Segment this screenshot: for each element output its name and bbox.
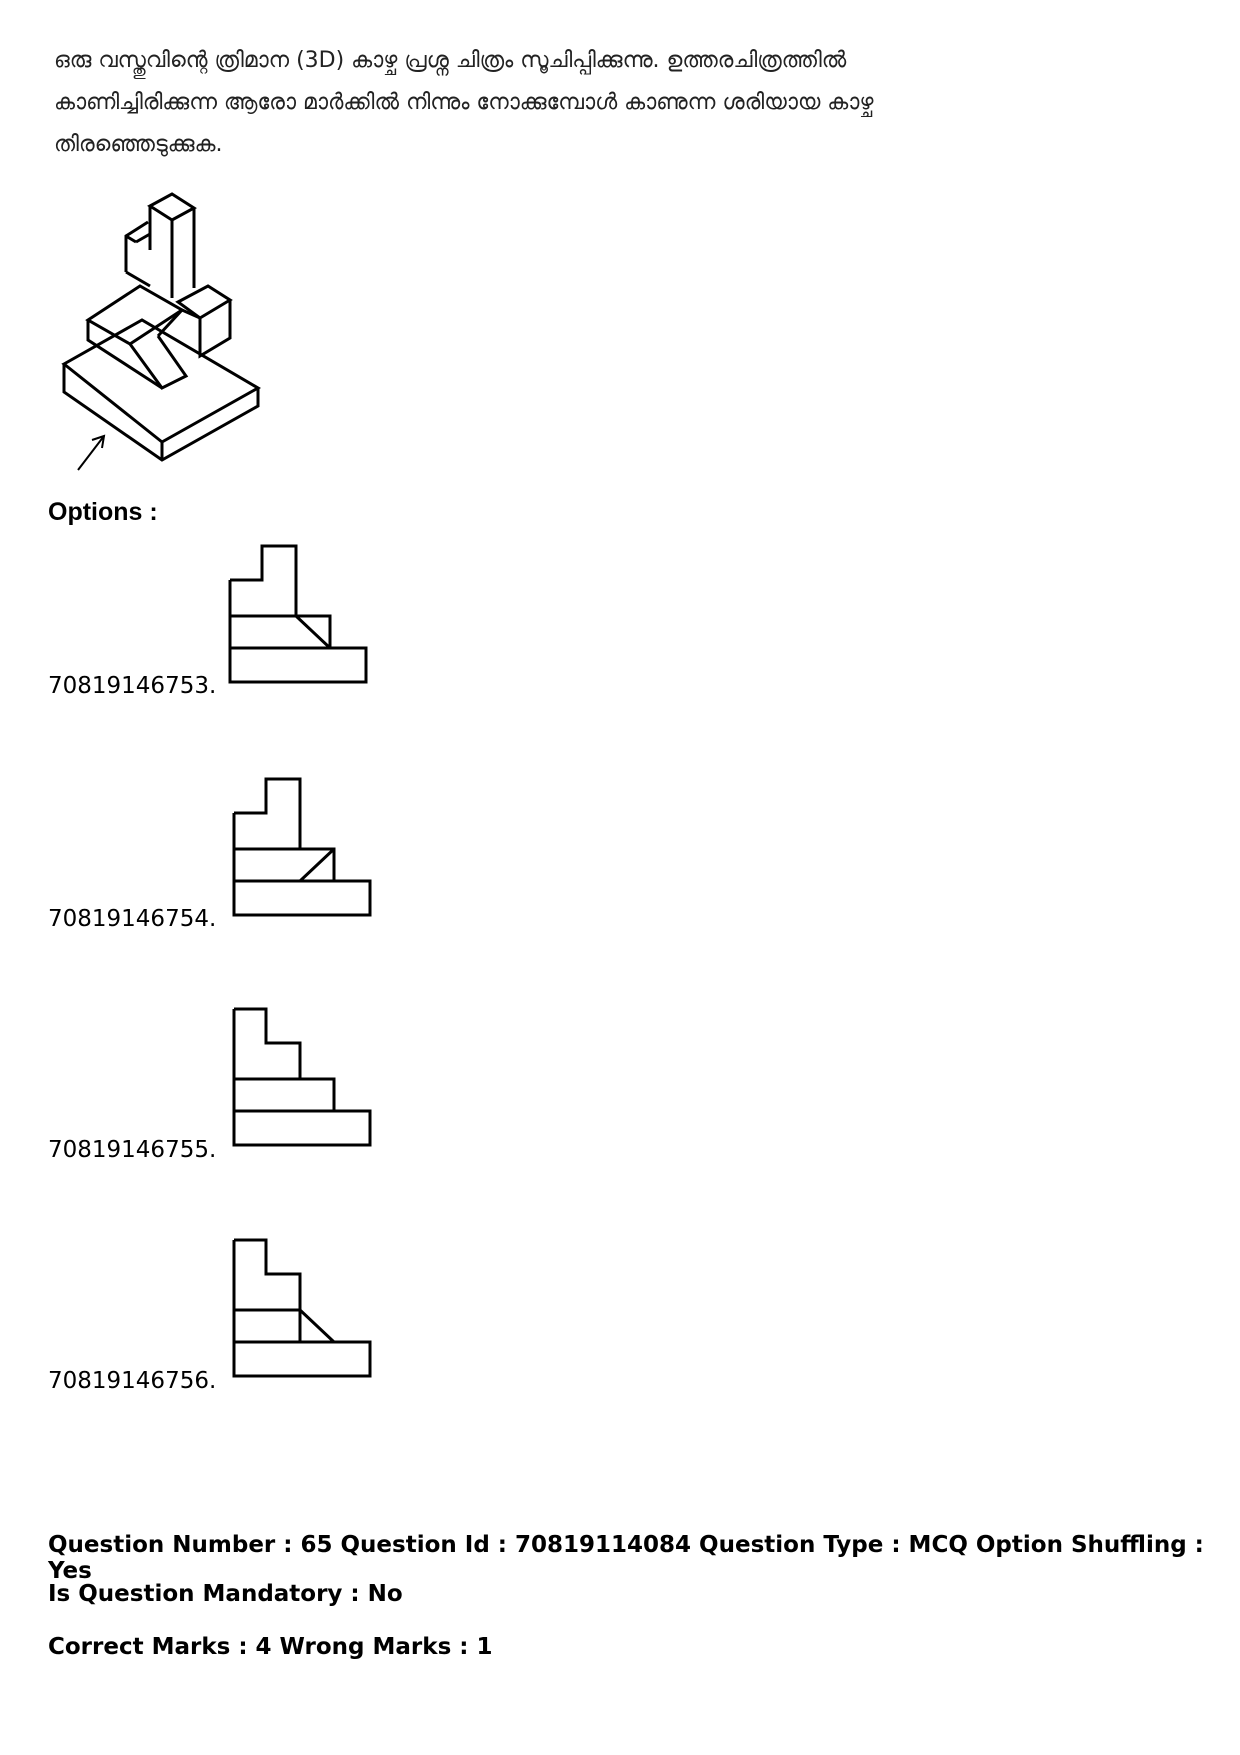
option-1-label[interactable]: 70819146753. (48, 673, 217, 699)
question-meta-line: Question Number : 65 Question Id : 70819… (48, 1532, 1204, 1584)
mandatory-line: Is Question Mandatory : No (48, 1581, 403, 1607)
option-1-figure[interactable] (226, 542, 376, 692)
option-3-label[interactable]: 70819146755. (48, 1137, 217, 1163)
question-text: ഒരു വസ്തുവിന്റെ ത്രിമാന (3D) കാഴ്ച പ്രശ്… (54, 40, 954, 166)
option-3-figure[interactable] (230, 1005, 380, 1155)
question-line-2: കാണിച്ചിരിക്കുന്ന ആരോ മാർക്കിൽ നിന്നും ന… (54, 90, 874, 115)
marks-line: Correct Marks : 4 Wrong Marks : 1 (48, 1634, 493, 1660)
option-4-figure[interactable] (230, 1236, 380, 1386)
option-4-label[interactable]: 70819146756. (48, 1368, 217, 1394)
options-heading: Options : (48, 498, 158, 526)
isometric-figure (61, 192, 262, 471)
question-line-3: തിരഞ്ഞെടുക്കുക. (54, 132, 223, 157)
option-2-figure[interactable] (230, 775, 380, 925)
option-2-label[interactable]: 70819146754. (48, 906, 217, 932)
question-line-1: ഒരു വസ്തുവിന്റെ ത്രിമാന (3D) കാഴ്ച പ്രശ്… (54, 48, 847, 73)
